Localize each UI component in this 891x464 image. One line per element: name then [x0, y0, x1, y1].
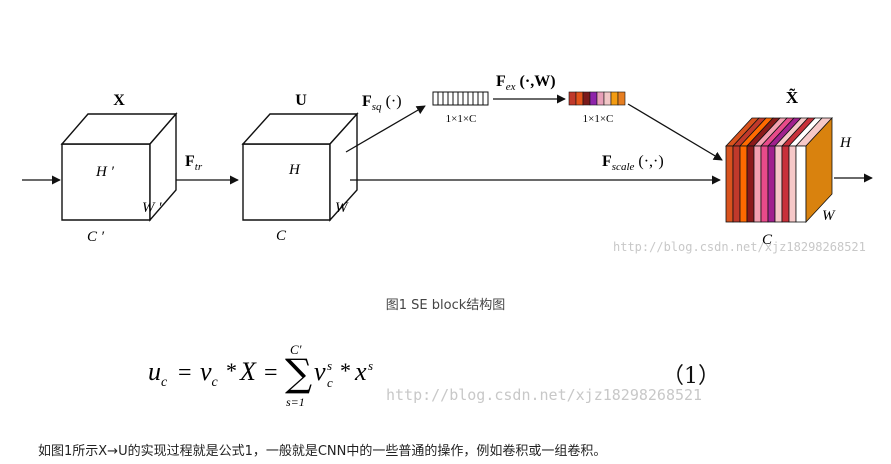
svg-text:=: = — [264, 360, 278, 386]
c-prime-label: C ′ — [87, 229, 105, 245]
x-tilde-label: X̃ — [786, 87, 799, 107]
squeeze-dim-label: 1×1×C — [446, 113, 477, 125]
watermark-equation: http://blog.csdn.net/xjz18298268521 — [386, 386, 703, 404]
se-block-diagram: X H ′ W ′ C ′ Ftr U H W C Fsq (·) 1×1×C … — [22, 73, 873, 248]
equation: uc = vc * X = C′ ∑ s=1 v s c * x s — [148, 342, 373, 409]
excite-to-output-arrow — [627, 103, 723, 161]
w-prime-label: W ′ — [142, 200, 162, 216]
svg-text:*: * — [340, 358, 351, 383]
fscale-label: Fscale (·,·) — [602, 153, 664, 173]
excitation-dim-label: 1×1×C — [583, 113, 614, 125]
h-label: H — [288, 162, 301, 178]
svg-text:x: x — [354, 357, 367, 386]
h-prime-label: H ′ — [95, 164, 115, 180]
watermark-diagram: http://blog.csdn.net/xjz18298268521 — [613, 240, 866, 254]
svg-text:uc: uc — [148, 357, 168, 390]
output-w-label: W — [822, 208, 836, 224]
svg-text:s=1: s=1 — [286, 395, 305, 409]
svg-text:s: s — [327, 358, 332, 373]
output-cube — [725, 116, 833, 224]
svg-text:C′: C′ — [290, 342, 302, 357]
cube-u — [241, 112, 359, 222]
x-label: X — [113, 92, 125, 109]
excitation-vector — [568, 91, 626, 106]
figure-caption: 图1 SE block结构图 — [385, 298, 506, 313]
cube-x — [60, 112, 178, 222]
svg-text:s: s — [368, 358, 373, 373]
fsq-arrow — [345, 105, 426, 153]
fex-label: Fex (·,W) — [496, 73, 556, 93]
w-label: W — [335, 200, 349, 216]
output-h-label: H — [839, 135, 852, 151]
output-c-label: C — [762, 232, 773, 248]
svg-text:c: c — [327, 375, 333, 390]
u-label: U — [295, 92, 307, 109]
fsq-label: Fsq (·) — [362, 93, 402, 113]
ftr-label: Ftr — [185, 153, 203, 173]
equation-number: （1） — [662, 364, 720, 389]
svg-text:v: v — [314, 357, 326, 386]
svg-text:*: * — [226, 358, 237, 383]
eq-u: u — [148, 357, 161, 386]
svg-text:X: X — [239, 357, 257, 386]
body-paragraph: 如图1所示X→U的实现过程就是公式1，一般就是CNN中的一些普通的操作，例如卷积… — [38, 444, 607, 459]
svg-text:=: = — [178, 360, 192, 386]
squeeze-vector — [432, 91, 489, 106]
c-label: C — [276, 228, 287, 244]
svg-text:∑: ∑ — [285, 351, 312, 395]
svg-text:vc: vc — [200, 357, 219, 390]
